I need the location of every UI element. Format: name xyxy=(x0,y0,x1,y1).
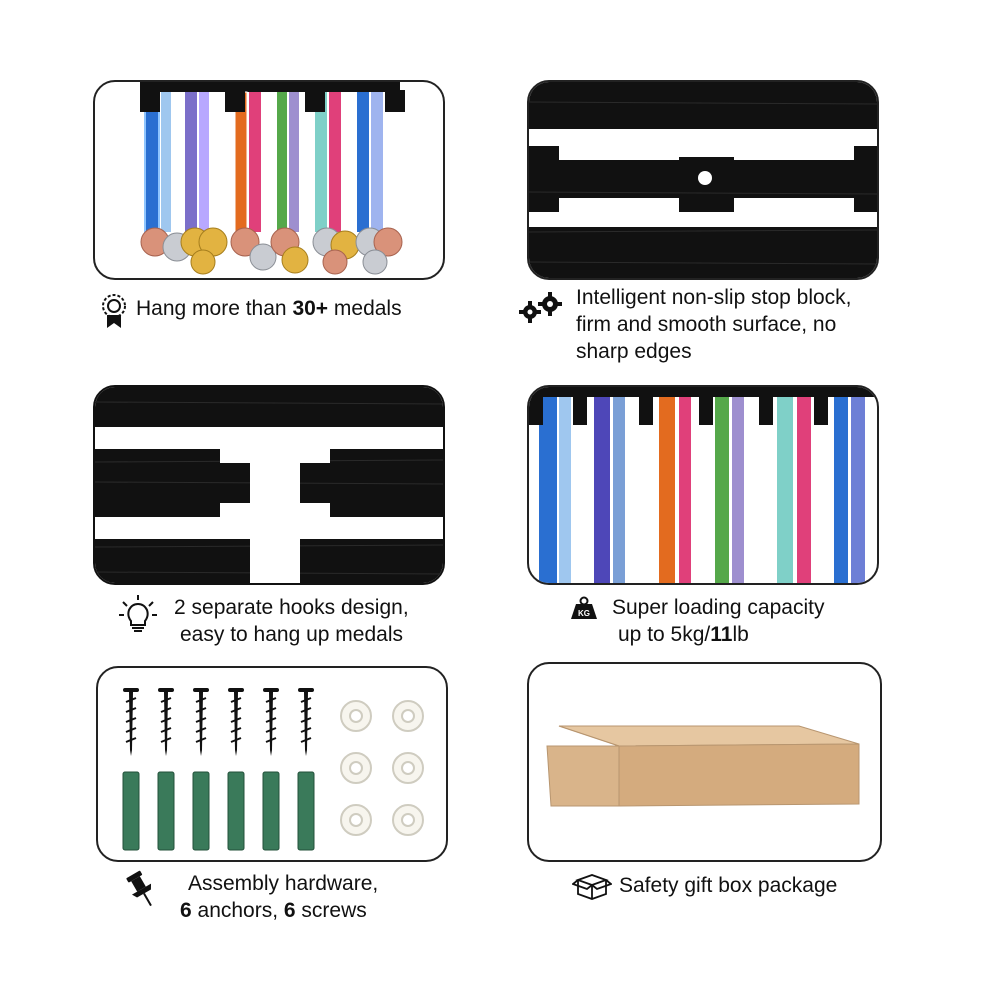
caption-stop-block-line-3: sharp edges xyxy=(576,340,692,363)
capacity-photo-panel xyxy=(527,385,879,585)
gift-box-icon xyxy=(572,874,612,900)
caption-hooks-line-2: easy to hang up medals xyxy=(180,623,403,646)
caption-package: Safety gift box package xyxy=(619,874,838,897)
push-pin-icon xyxy=(126,870,152,907)
box-front xyxy=(618,743,860,807)
caption-hardware-anchor-count: 6 xyxy=(180,899,192,922)
caption-medals-count: 30+ xyxy=(292,297,329,320)
caption-hooks: 2 separate hooks design, easy to hang up… xyxy=(174,594,409,648)
caption-hardware-anchors-text: anchors, xyxy=(191,899,284,922)
hanger-bar xyxy=(529,387,877,397)
hanger-bar xyxy=(140,82,400,92)
mounting-hole xyxy=(698,171,712,185)
caption-capacity-line-2: up to 5kg/11lb xyxy=(612,621,824,648)
ribbons xyxy=(539,397,865,583)
spacers xyxy=(340,700,424,836)
hardware-photo-panel xyxy=(96,666,448,862)
gift-box-photo-panel xyxy=(527,662,882,862)
caption-stop-block-line-1: Intelligent non-slip stop block, xyxy=(576,286,852,309)
hooks xyxy=(529,395,828,425)
caption-hardware: Assembly hardware, 6 anchors, 6 screws xyxy=(180,870,378,924)
caption-medals-post: medals xyxy=(328,297,402,320)
medals xyxy=(140,227,403,275)
screws xyxy=(123,688,314,756)
caption-capacity-pre: up to 5kg/ xyxy=(618,623,711,646)
caption-hardware-line-2: 6 anchors, 6 screws xyxy=(180,897,378,924)
stop-block-illustration xyxy=(529,82,877,278)
caption-hardware-screws-text: screws xyxy=(295,899,367,922)
caption-medals-pre: Hang more than xyxy=(136,297,293,320)
weight-kg-label: KG xyxy=(578,609,590,618)
hooks xyxy=(140,90,405,112)
gears-icon xyxy=(519,292,562,323)
hooks-photo-panel xyxy=(93,385,445,585)
caption-medals: Hang more than 30+ medals xyxy=(136,295,402,322)
weight-kg-icon: KG xyxy=(571,596,597,619)
medal-hanger-illustration xyxy=(140,82,405,275)
box-top xyxy=(558,725,860,747)
center-gap xyxy=(250,427,300,583)
gift-box-illustration xyxy=(546,725,860,807)
caption-capacity-bold: 11 xyxy=(710,623,733,646)
award-ribbon-icon xyxy=(102,294,126,328)
medal-hanger-photo-panel xyxy=(93,80,445,280)
stop-block-photo-panel xyxy=(527,80,879,280)
caption-capacity: Super loading capacity up to 5kg/11lb xyxy=(612,594,824,648)
box-left-side xyxy=(546,745,620,807)
caption-stop-block: Intelligent non-slip stop block, firm an… xyxy=(576,284,852,365)
ribbons-closeup-illustration xyxy=(529,387,877,583)
caption-hooks-line-1: 2 separate hooks design, xyxy=(174,596,409,619)
lightbulb-icon xyxy=(119,595,157,632)
caption-stop-block-line-2: firm and smooth surface, no xyxy=(576,313,837,336)
hardware-illustration xyxy=(122,688,424,851)
caption-hardware-screw-count: 6 xyxy=(283,899,296,922)
caption-hardware-line-1: Assembly hardware, xyxy=(188,872,379,895)
anchors xyxy=(122,771,315,851)
hooks-illustration xyxy=(95,387,443,583)
caption-capacity-post: lb xyxy=(732,623,749,646)
ribbons xyxy=(144,91,383,233)
lower-slot xyxy=(529,198,877,227)
caption-capacity-line-1: Super loading capacity xyxy=(612,596,825,619)
